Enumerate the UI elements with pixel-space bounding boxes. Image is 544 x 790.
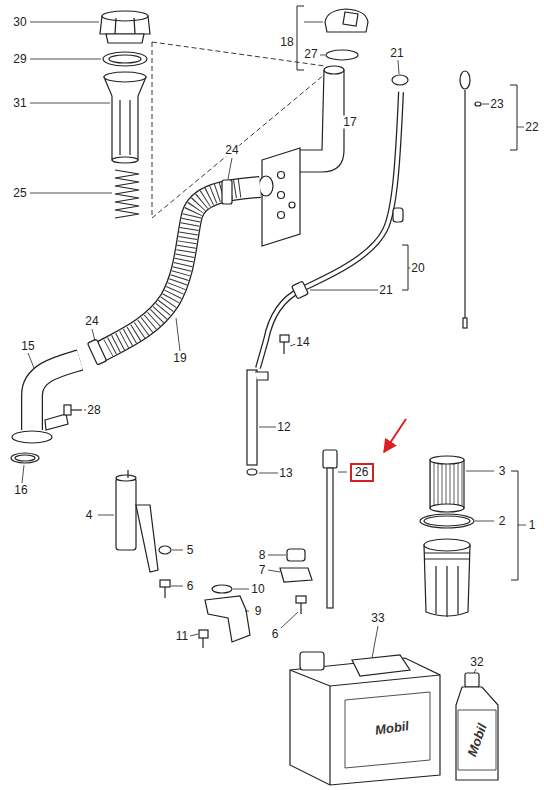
callout-number: 24: [84, 315, 99, 328]
callout-number: 11: [175, 630, 189, 643]
callout-number: 23: [489, 98, 504, 111]
hose-clamp: [87, 339, 106, 365]
bracket-part: [116, 470, 158, 572]
clip: [280, 568, 312, 582]
flange: [12, 431, 52, 443]
callout-number: 30: [12, 16, 27, 29]
washer: [159, 546, 171, 554]
callout-number: 10: [250, 583, 265, 596]
callout-number: 20: [410, 262, 425, 275]
callout-number: 15: [20, 340, 35, 353]
callout-number: 6: [271, 628, 280, 641]
leader-line: [22, 22, 526, 673]
elbow-pipe: [32, 360, 80, 430]
callout-number: 12: [276, 421, 291, 434]
callout-number: 1: [528, 519, 537, 532]
callout-number: 24: [224, 144, 239, 157]
o-ring: [212, 585, 232, 593]
connector: [292, 281, 309, 299]
oil-bottle: [456, 673, 498, 780]
callout-number: 18: [279, 36, 294, 49]
callout-number: 19: [172, 352, 187, 365]
callout-number: 21: [378, 284, 393, 297]
callout-number: 8: [258, 549, 267, 562]
callout-number: 21: [389, 47, 404, 60]
callout-number: 5: [186, 544, 195, 557]
callout-number: 16: [13, 484, 28, 497]
callout-number: 9: [254, 605, 263, 618]
cap-nut: [100, 11, 150, 43]
guide-tube: [258, 92, 401, 368]
callout-number: 7: [258, 564, 267, 577]
callout-number: 31: [12, 97, 27, 110]
filler-cap: [325, 9, 368, 32]
grommet: [287, 549, 305, 561]
callout-number: 32: [469, 656, 484, 669]
oil-canister: [290, 652, 440, 785]
callout-number: 28: [86, 404, 101, 417]
o-ring: [392, 75, 408, 85]
funnel-tube: [104, 72, 146, 163]
callout-number: 29: [12, 53, 27, 66]
bolt: [199, 630, 208, 648]
callout-number: 4: [85, 509, 94, 522]
pointer-arrow: [384, 419, 406, 452]
callout-box: 26: [350, 463, 374, 482]
grommet: [393, 208, 403, 222]
callout-number: 13: [278, 467, 293, 480]
callout-number: 33: [370, 612, 385, 625]
hose: [100, 187, 260, 352]
filler-pipe: [259, 66, 344, 246]
callout-number: 27: [303, 48, 318, 61]
filter-element: [430, 456, 464, 512]
callout-number: 6: [186, 580, 195, 593]
bolt: [64, 405, 82, 415]
hose-clamp: [222, 180, 232, 204]
filter-housing: [424, 539, 470, 617]
callout-number: 3: [498, 465, 507, 478]
bolt: [160, 580, 170, 598]
guide-tube: [247, 370, 257, 465]
bolt: [296, 596, 306, 614]
dipstick: [460, 71, 481, 328]
callout-number: 17: [342, 116, 357, 129]
o-ring: [247, 469, 257, 475]
callout-number: 25: [12, 187, 27, 200]
spring: [115, 170, 139, 218]
callout-number: 2: [498, 515, 507, 528]
seal-ring: [420, 514, 474, 528]
seal-ring: [11, 453, 39, 463]
seal-ring: [103, 52, 147, 66]
callout-number: 26: [355, 466, 369, 479]
pipe-flange: [205, 596, 250, 642]
bolt: [280, 335, 289, 354]
callout-number: 22: [524, 121, 539, 134]
extension-rod: [323, 450, 337, 608]
callout-number: 14: [295, 336, 310, 349]
seal-ring: [326, 50, 358, 60]
